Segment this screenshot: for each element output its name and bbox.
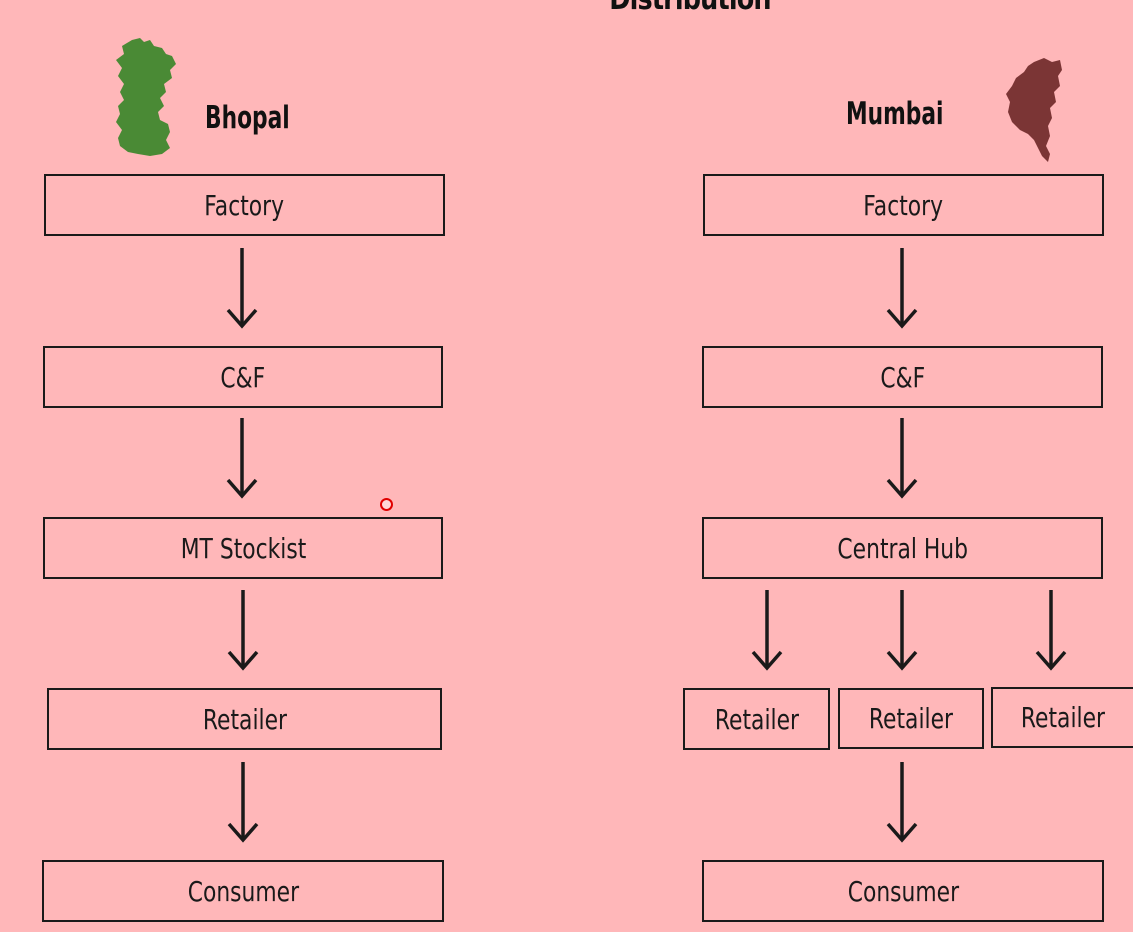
mumbai-cf-box: C&F <box>702 346 1103 408</box>
mumbai-retailer-box-3: Retailer <box>991 687 1133 748</box>
mumbai-consumer-box: Consumer <box>702 860 1104 922</box>
mumbai-retailer-label-3: Retailer <box>1020 701 1106 734</box>
mumbai-consumer-label: Consumer <box>847 874 959 908</box>
bhopal-mt-stockist-label: MT Stockist <box>180 531 306 565</box>
bhopal-cf-label: C&F <box>220 360 266 394</box>
arrow-down-icon <box>886 762 918 843</box>
bhopal-factory-label: Factory <box>204 188 285 222</box>
mumbai-retailer-label-1: Retailer <box>714 702 799 736</box>
bhopal-consumer-label: Consumer <box>187 874 299 908</box>
diagram-title: Distribution <box>580 0 801 17</box>
arrow-down-icon <box>1035 590 1067 671</box>
arrow-down-icon <box>751 590 783 671</box>
bhopal-label: Bhopal <box>205 100 290 136</box>
mumbai-retailer-label-2: Retailer <box>868 702 954 735</box>
arrow-down-icon <box>886 248 918 329</box>
mumbai-label: Mumbai <box>846 96 944 132</box>
bhopal-retailer-label: Retailer <box>202 702 287 736</box>
bhopal-map-icon <box>116 38 176 156</box>
arrow-down-icon <box>886 418 918 499</box>
mumbai-factory-box: Factory <box>703 174 1104 236</box>
mumbai-map-icon <box>1006 58 1062 162</box>
arrow-down-icon <box>886 590 918 671</box>
bhopal-factory-box: Factory <box>44 174 445 236</box>
arrow-down-icon <box>227 762 259 843</box>
mumbai-cf-label: C&F <box>880 360 925 394</box>
bhopal-consumer-box: Consumer <box>42 860 444 922</box>
arrow-down-icon <box>226 418 258 499</box>
arrow-down-icon <box>227 590 259 671</box>
mumbai-retailer-box-1: Retailer <box>683 688 830 750</box>
mumbai-central-hub-label: Central Hub <box>837 531 968 565</box>
bhopal-mt-stockist-box: MT Stockist <box>43 517 443 579</box>
arrow-down-icon <box>226 248 258 329</box>
bhopal-retailer-box: Retailer <box>47 688 442 750</box>
mumbai-factory-label: Factory <box>863 188 944 222</box>
mouse-cursor-indicator <box>380 498 393 511</box>
bhopal-cf-box: C&F <box>43 346 443 408</box>
mumbai-central-hub-box: Central Hub <box>702 517 1103 579</box>
mumbai-retailer-box-2: Retailer <box>838 688 984 749</box>
